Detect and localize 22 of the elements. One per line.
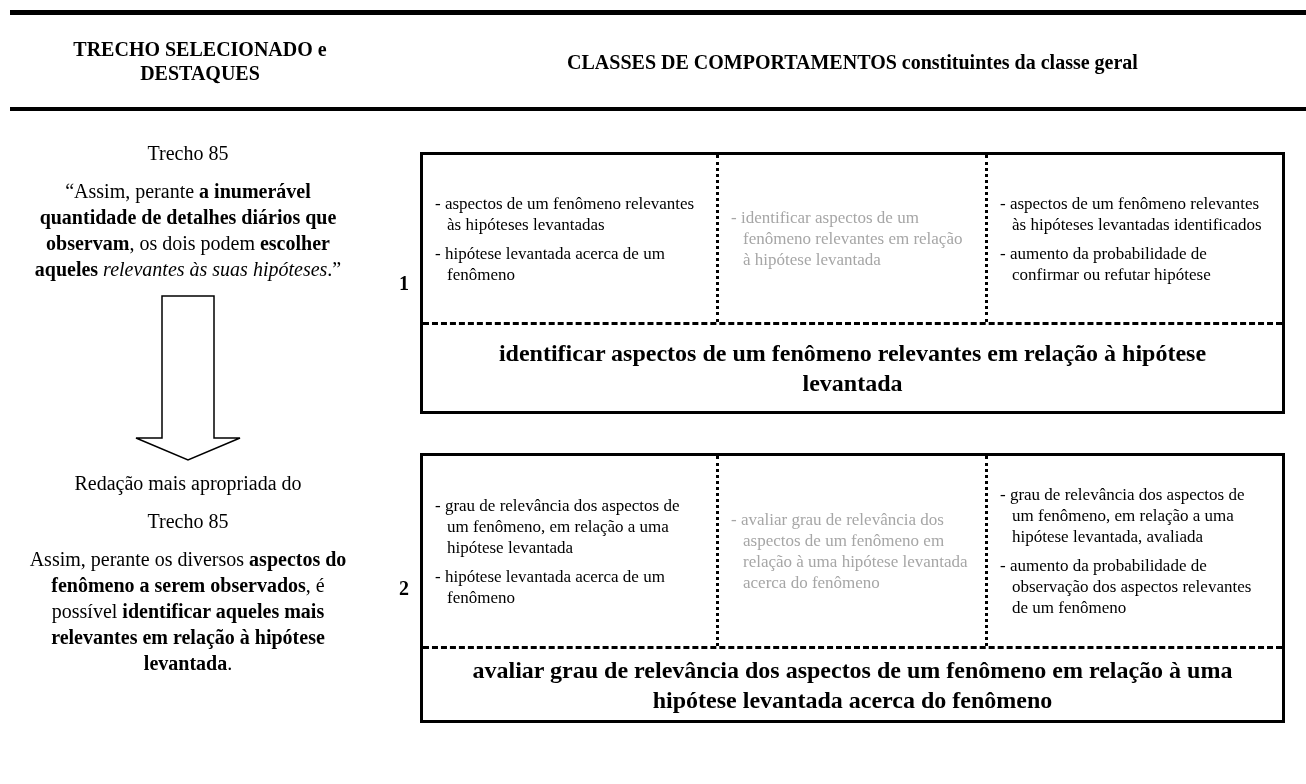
cell-text: - aumento da probabilidade de observação dos aspectos relevantes de um fenômeno (1000, 555, 1253, 618)
passage-text: Trecho 85 (146, 509, 230, 534)
passage-text: Redação mais apropriada do (73, 471, 303, 496)
passage-text: Assim, perante os diversos aspectos do fenômeno a serem observados, é possível identificar aqueles mais relevantes em relação à hipótese levantada. (28, 547, 348, 676)
block-arrow (135, 295, 241, 461)
cell-text: - grau de relevância dos aspectos de um fenômeno, em relação a uma hipótese levantada (435, 494, 681, 558)
cell-text: - hipótese levantada acerca de um fenômeno (435, 565, 666, 608)
row-number: 2 (399, 576, 409, 601)
column-header: CLASSES DE COMPORTAMENTOS constituintes da classe geral (566, 50, 1139, 74)
passage-text: Trecho 85 (146, 141, 230, 166)
cell-text: - avaliar grau de relevância dos aspectos de um fenômeno em relação à uma hipótese levantada acerca do fenômeno (731, 509, 969, 593)
cell-text: - aspectos de um fenômeno relevantes às hipóteses levantadas (435, 192, 696, 235)
cell-text: - aspectos de um fenômeno relevantes às hipóteses levantadas identificados (1000, 192, 1263, 235)
row-number: 1 (399, 271, 409, 296)
cell-text: - grau de relevância dos aspectos de um fenômeno, em relação a uma hipótese levantada, avaliada (1000, 484, 1246, 547)
cell-text: - hipótese levantada acerca de um fenômeno (435, 242, 666, 285)
cell-text: - identificar aspectos de um fenômeno relevantes em relação à hipótese levantada (731, 207, 964, 270)
column-header: TRECHO SELECIONADO e DESTAQUES (72, 37, 328, 85)
passage-text: “Assim, perante a inumerável quantidade de detalhes diários que observam, os dois podem escolher aqueles relevantes às suas hipóteses.” (33, 179, 343, 282)
cell-text: - aumento da probabilidade de confirmar ou refutar hipótese (1000, 242, 1212, 285)
class-name-text: avaliar grau de relevância dos aspectos de um fenômeno em relação à uma hipótese levantada acerca do fenômeno (471, 655, 1234, 715)
class-name-text: identificar aspectos de um fenômeno relevantes em relação à hipótese levantada (497, 339, 1208, 398)
